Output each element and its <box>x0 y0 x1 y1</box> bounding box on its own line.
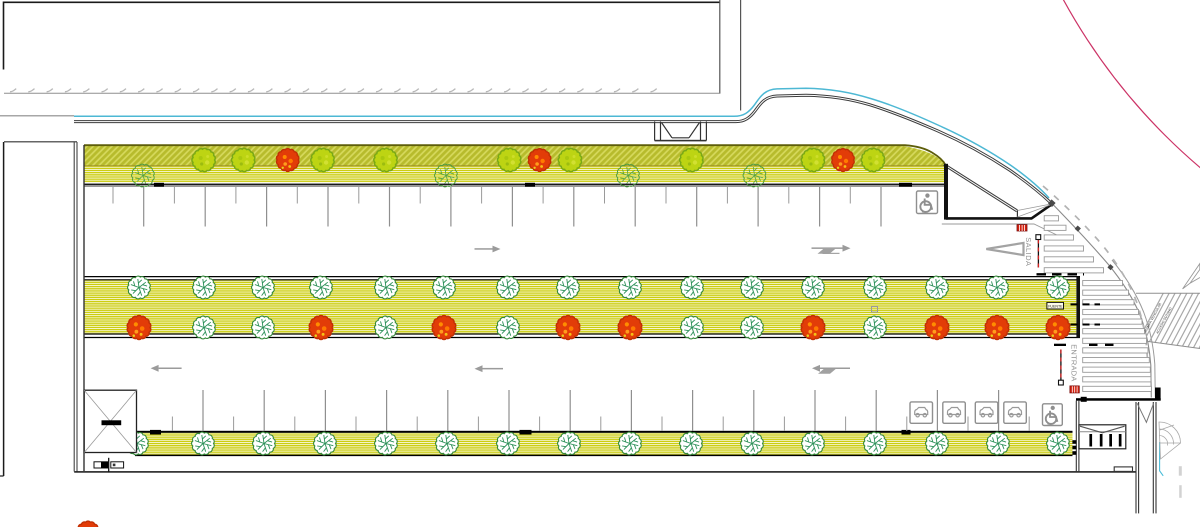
svg-text:FUENTE: FUENTE <box>1048 305 1063 309</box>
svg-text:ENTRADA: ENTRADA <box>1070 344 1079 381</box>
svg-text:SALIDA: SALIDA <box>1024 237 1033 266</box>
